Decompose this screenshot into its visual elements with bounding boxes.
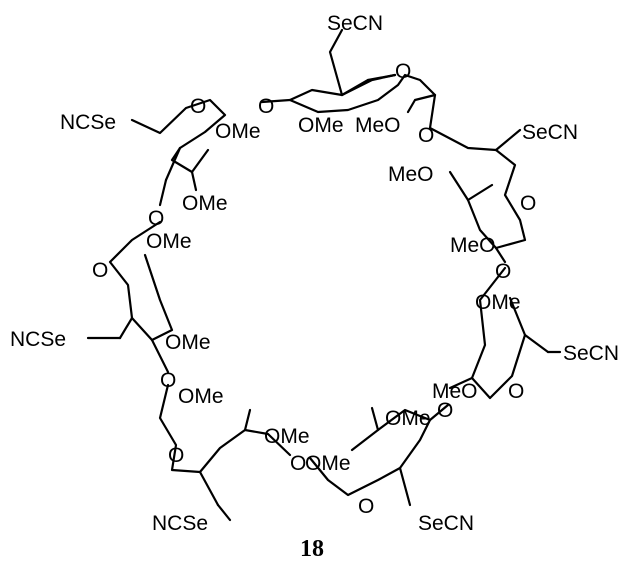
- bond-bl-b: [216, 503, 232, 522]
- secn-upper-right-label: SeCN: [522, 121, 578, 144]
- bond-bl-a: [198, 470, 220, 507]
- bond-l-c: [150, 338, 170, 374]
- methoxy-ome-4: OMe: [146, 230, 192, 253]
- bond-top-glyco: [260, 98, 292, 104]
- bond-ul-c: [190, 170, 198, 192]
- methoxy-ome-2: OMe: [298, 114, 344, 137]
- ring-oxygen-right: O: [508, 380, 524, 403]
- bond-ur-c: [494, 246, 507, 264]
- methoxy-meo-1: MeO: [355, 114, 401, 137]
- methoxy-meo-4: MeO: [432, 380, 478, 403]
- glycosidic-oxygen-right-lower: O: [437, 399, 453, 422]
- bond-top-a: [340, 78, 370, 97]
- methoxy-ome-9: OMe: [305, 452, 351, 475]
- bond-ul-b: [158, 178, 168, 207]
- glycosidic-oxygen-top-left: O: [258, 95, 274, 118]
- methoxy-ome-7: OMe: [178, 385, 224, 408]
- bond-b-b: [370, 406, 380, 432]
- methoxy-ome-3: OMe: [182, 192, 228, 215]
- glycosidic-oxygen-right-upper: O: [495, 260, 511, 283]
- methoxy-ome-10: OMe: [385, 407, 431, 430]
- methoxy-meo-2: MeO: [388, 163, 434, 186]
- ring-oxygen-top: O: [395, 60, 411, 83]
- bond-ul-a: [164, 146, 182, 182]
- compound-number: 18: [300, 536, 324, 562]
- glycosidic-oxygen-top-right: O: [418, 124, 434, 147]
- atom-labels: SeCN NCSe SeCN NCSe SeCN NCSe SeCN O O O…: [10, 12, 619, 535]
- bond-r-c: [448, 376, 474, 390]
- methoxy-meo-3: MeO: [450, 234, 496, 257]
- glycosidic-oxygen-bottom: O: [290, 452, 306, 475]
- bonds-unit-right: [470, 266, 527, 400]
- ncse-bottom-left-label: NCSe: [152, 512, 208, 535]
- bond-r-a: [523, 333, 550, 354]
- secn-top-label: SeCN: [327, 12, 383, 35]
- ring-oxygen-bottom: O: [358, 495, 374, 518]
- methoxy-ome-5: OMe: [165, 331, 211, 354]
- bond-l-a: [118, 316, 134, 340]
- ring-oxygen-bottom-left: O: [168, 444, 184, 467]
- bonds-unit-upper-right: [428, 126, 527, 250]
- bond-b-c: [428, 403, 450, 422]
- glycosidic-oxygen-left-lower: O: [160, 369, 176, 392]
- methoxy-ome-6: OMe: [475, 291, 521, 314]
- bond-network: [86, 28, 562, 522]
- ring-oxygen-upper-left: O: [190, 95, 206, 118]
- methoxy-ome-8: OMe: [264, 425, 310, 448]
- ncse-upper-left-label: NCSe: [60, 111, 116, 134]
- ring-oxygen-left: O: [92, 259, 108, 282]
- bond-ur-b: [448, 170, 470, 202]
- bond-b-a: [398, 466, 412, 507]
- ring-oxygen-upper-right: O: [520, 192, 536, 215]
- bond-ur-a: [494, 128, 522, 152]
- secn-bottom-label: SeCN: [418, 512, 474, 535]
- bonds-unit-bottom: [308, 408, 432, 497]
- bonds-unit-top: [288, 28, 437, 114]
- bond-bl-c: [243, 408, 252, 432]
- glycosidic-oxygen-left-upper: O: [148, 207, 164, 230]
- bond-top-b: [366, 73, 397, 82]
- bonds-unit-upper-left: [130, 98, 227, 174]
- ncse-left-label: NCSe: [10, 328, 66, 351]
- secn-right-label: SeCN: [563, 342, 619, 365]
- methoxy-ome-1: OMe: [215, 120, 261, 143]
- bond-top-glyco-r: [428, 93, 437, 130]
